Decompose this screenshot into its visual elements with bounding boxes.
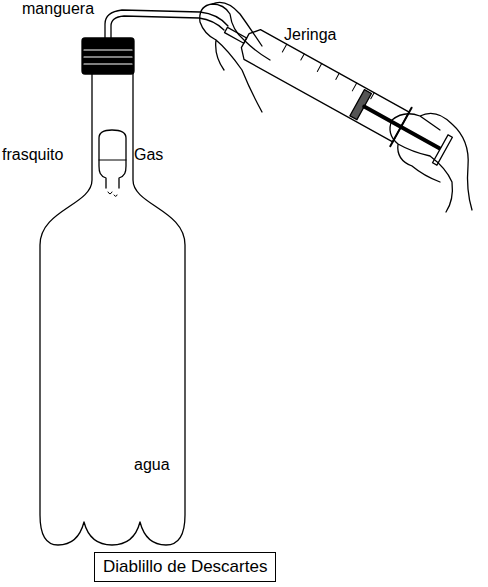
caption-box: Diablillo de Descartes	[94, 552, 276, 582]
part-label: agua	[134, 456, 170, 474]
bottle-cap	[82, 38, 134, 74]
left-hand	[200, 2, 270, 112]
part-label: Gas	[134, 146, 163, 164]
part-label: frasquito	[2, 146, 63, 164]
vial	[99, 130, 126, 188]
bottle-outline	[40, 72, 185, 545]
hose	[105, 10, 228, 38]
part-label: Jeringa	[284, 26, 336, 44]
part-label: manguera	[22, 0, 94, 18]
right-hand	[390, 113, 472, 212]
